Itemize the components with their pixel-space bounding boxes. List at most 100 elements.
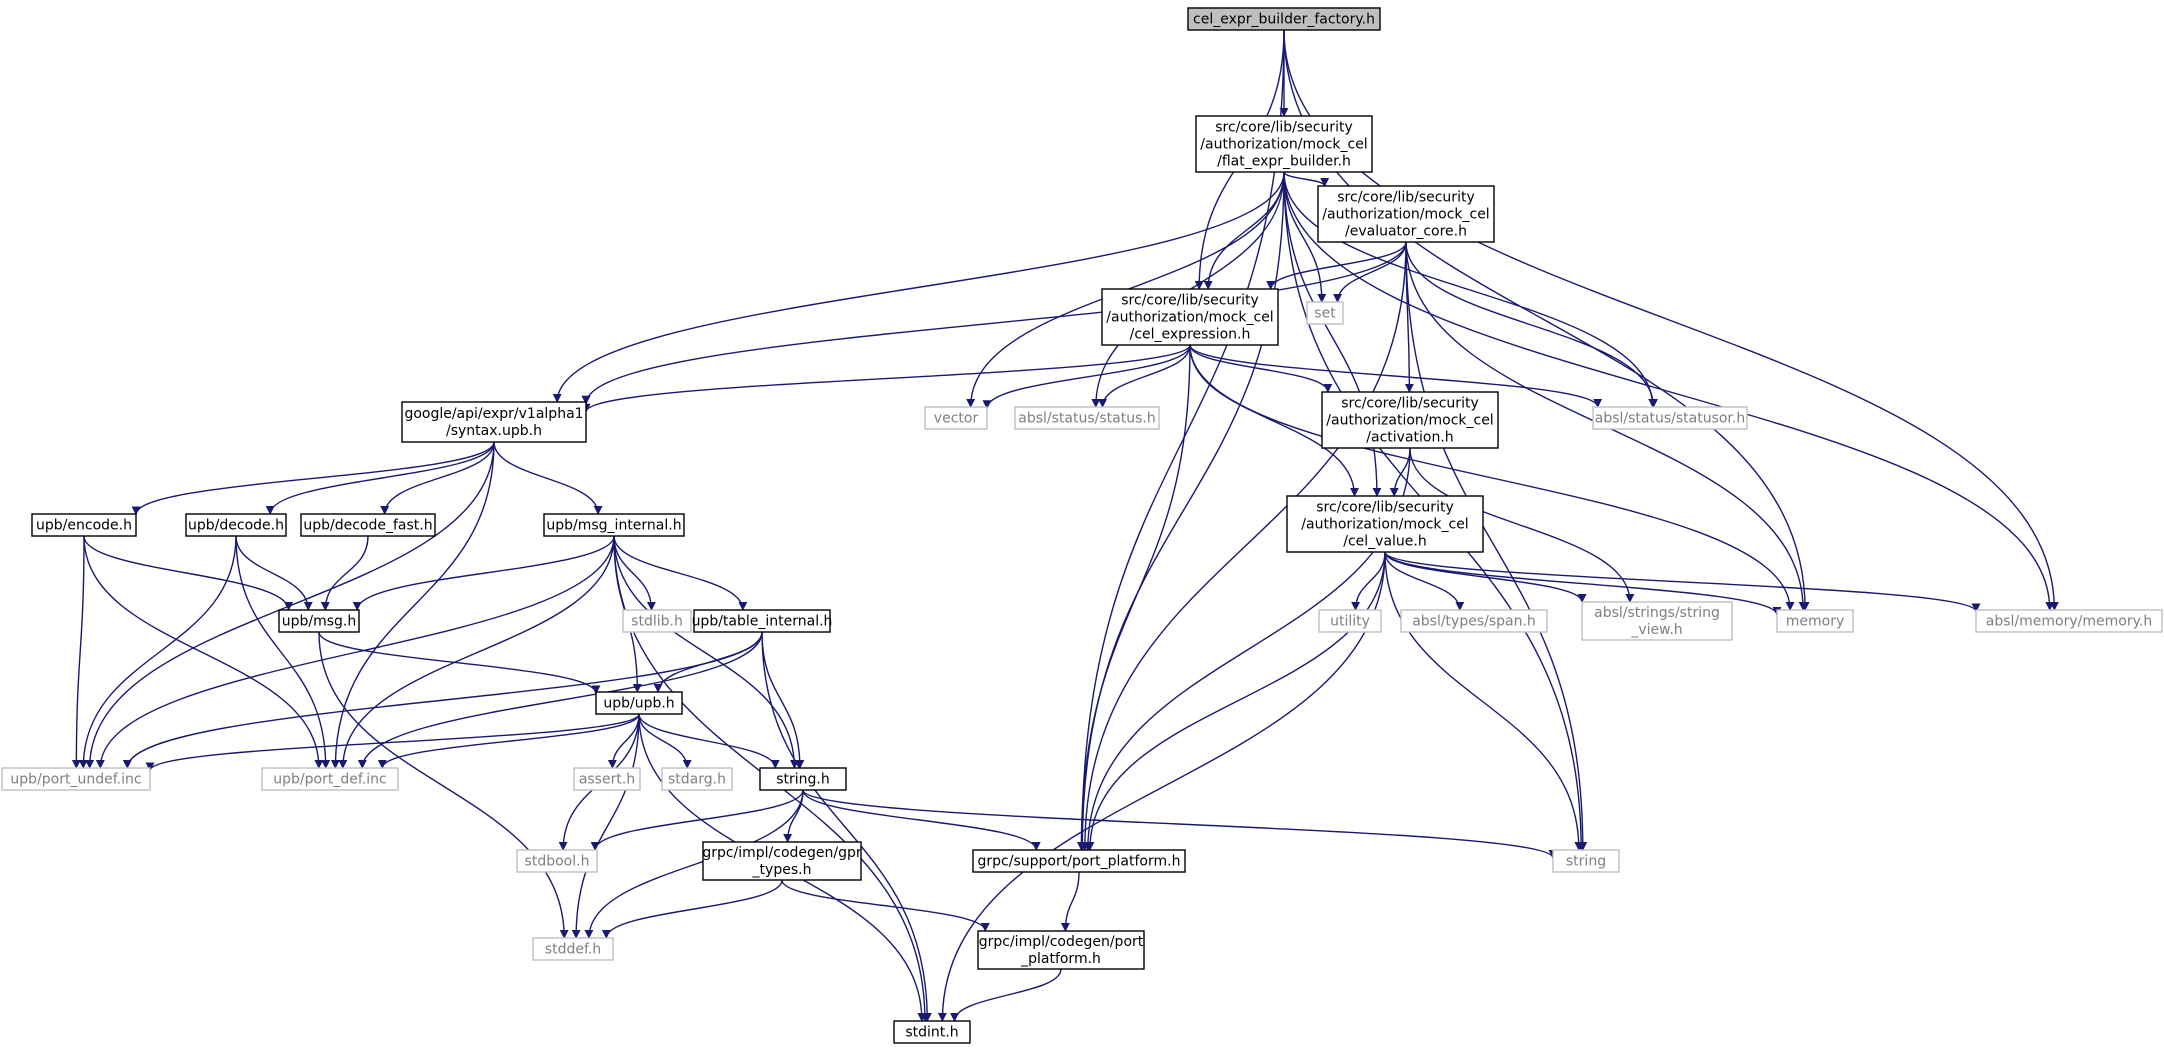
- node-label-syntax-0: google/api/expr/v1alpha1: [404, 406, 583, 422]
- node-box-abslmemory: [1975, 609, 2163, 633]
- edge-flat-to-statusor: [1283, 171, 1658, 408]
- node-label-root-0: cel_expr_builder_factory.h: [1193, 12, 1375, 28]
- node-root[interactable]: cel_expr_builder_factory.h: [1187, 7, 1381, 31]
- node-stdbool[interactable]: stdbool.h: [516, 849, 598, 873]
- edge-evalcore-to-celexpr: [1266, 241, 1407, 290]
- edge-tableinternal-to-portundef: [122, 631, 763, 769]
- node-label-activation-0: src/core/lib/security: [1341, 396, 1478, 412]
- edge-celvalue-to-portplatform: [1085, 551, 1386, 851]
- node-portdef[interactable]: upb/port_def.inc: [261, 767, 399, 791]
- node-activation[interactable]: src/core/lib/security/authorization/mock…: [1321, 391, 1499, 449]
- node-label-celexpr-1: /authorization/mock_cel: [1106, 310, 1273, 326]
- edge-celvalue-to-span: [1384, 551, 1465, 611]
- edge-stringh-to-portplatform: [802, 789, 1041, 851]
- node-label-vector-0: vector: [934, 411, 979, 427]
- node-label-celexpr-2: /cel_expression.h: [1130, 327, 1251, 343]
- node-box-msg: [278, 609, 360, 633]
- node-celexpr[interactable]: src/core/lib/security/authorization/mock…: [1101, 288, 1279, 346]
- node-portundef[interactable]: upb/port_undef.inc: [1, 767, 151, 791]
- node-upb[interactable]: upb/upb.h: [595, 691, 683, 715]
- edge-tableinternal-to-stringh: [761, 631, 805, 769]
- node-utility[interactable]: utility: [1318, 609, 1382, 633]
- node-portplatform[interactable]: grpc/support/port_platform.h: [972, 849, 1186, 873]
- node-stddef[interactable]: stddef.h: [532, 937, 614, 961]
- edge-evalcore-to-string: [1405, 241, 1588, 851]
- edge-celvalue-to-stringview: [1384, 551, 1587, 603]
- node-box-flat: [1195, 115, 1373, 173]
- edge-celvalue-to-abslmemory: [1384, 551, 1981, 613]
- node-syntax[interactable]: google/api/expr/v1alpha1/syntax.upb.h: [401, 401, 587, 443]
- node-stdarg[interactable]: stdarg.h: [661, 767, 733, 791]
- node-label-msg-0: upb/msg.h: [282, 614, 357, 630]
- node-label-celvalue-0: src/core/lib/security: [1316, 500, 1453, 516]
- node-box-memory: [1776, 609, 1854, 633]
- node-stdlib[interactable]: stdlib.h: [622, 609, 692, 633]
- node-msg[interactable]: upb/msg.h: [278, 609, 360, 633]
- edge-stringh-to-string: [802, 789, 1558, 859]
- edge-flat-to-portplatform: [1077, 171, 1285, 851]
- node-span[interactable]: absl/types/span.h: [1400, 609, 1548, 633]
- node-encode[interactable]: upb/encode.h: [31, 513, 137, 537]
- node-memory[interactable]: memory: [1776, 609, 1854, 633]
- edge-msg-to-stddef: [318, 631, 569, 939]
- edge-decodefast-to-msg: [320, 535, 369, 611]
- node-label-decode-0: upb/decode.h: [188, 518, 284, 534]
- node-evalcore[interactable]: src/core/lib/security/authorization/mock…: [1317, 185, 1495, 243]
- edge-celexpr-to-status: [1098, 344, 1191, 408]
- node-label-decodefast-0: upb/decode_fast.h: [303, 518, 432, 534]
- node-msginternal[interactable]: upb/msg_internal.h: [543, 513, 685, 537]
- edge-encode-to-msg: [83, 535, 294, 611]
- node-box-span: [1400, 609, 1548, 633]
- node-box-codegenport: [977, 930, 1145, 970]
- edge-upb-to-portdef: [377, 713, 640, 769]
- edge-tableinternal-to-stdint: [761, 631, 932, 1022]
- node-abslmemory[interactable]: absl/memory/memory.h: [1975, 609, 2163, 633]
- node-label-flat-1: /authorization/mock_cel: [1200, 137, 1367, 153]
- edge-celexpr-to-activation: [1189, 344, 1333, 393]
- edge-activation-to-stringview: [1409, 447, 1635, 603]
- edge-codegenport-to-stdint: [950, 968, 1062, 1022]
- node-set[interactable]: set: [1306, 301, 1344, 325]
- node-flat[interactable]: src/core/lib/security/authorization/mock…: [1195, 115, 1373, 173]
- node-decode[interactable]: upb/decode.h: [185, 513, 287, 537]
- node-tableinternal[interactable]: upb/table_internal.h: [692, 609, 833, 633]
- node-box-stdint: [893, 1020, 971, 1044]
- node-celvalue[interactable]: src/core/lib/security/authorization/mock…: [1286, 495, 1484, 553]
- edge-upb-to-stdarg: [638, 713, 692, 769]
- node-label-statusor-0: absl/status/statusor.h: [1595, 411, 1745, 427]
- node-statusor[interactable]: absl/status/statusor.h: [1592, 406, 1748, 430]
- node-label-assert-0: assert.h: [579, 772, 635, 788]
- node-string[interactable]: string: [1552, 849, 1620, 873]
- node-label-codegenport-0: grpc/impl/codegen/port: [979, 934, 1144, 950]
- node-stringview[interactable]: absl/strings/string_view.h: [1581, 601, 1733, 641]
- edge-stringh-to-gprtypes: [783, 789, 804, 843]
- node-assert[interactable]: assert.h: [573, 767, 641, 791]
- node-label-celvalue-1: /authorization/mock_cel: [1301, 517, 1468, 533]
- node-box-statusor: [1592, 406, 1748, 430]
- node-label-syntax-1: /syntax.upb.h: [446, 423, 542, 439]
- nodes-layer: cel_expr_builder_factory.h src/core/lib/s…: [1, 7, 2163, 1044]
- edge-flat-to-celexpr: [1203, 171, 1285, 290]
- node-label-activation-2: /activation.h: [1366, 430, 1453, 446]
- node-vector[interactable]: vector: [924, 406, 988, 430]
- node-box-stddef: [532, 937, 614, 961]
- edge-evalcore-to-portplatform: [1080, 241, 1407, 851]
- node-decodefast[interactable]: upb/decode_fast.h: [300, 513, 436, 537]
- node-label-set-0: set: [1314, 306, 1336, 322]
- node-codegenport[interactable]: grpc/impl/codegen/port_platform.h: [977, 930, 1145, 970]
- node-stringh[interactable]: string.h: [759, 767, 847, 791]
- node-label-memory-0: memory: [1786, 614, 1845, 630]
- edge-gprtypes-to-codegenport: [781, 879, 990, 932]
- node-box-decode: [185, 513, 287, 537]
- node-gprtypes[interactable]: grpc/impl/codegen/gpr_types.h: [702, 841, 862, 881]
- edge-msginternal-to-portundef: [95, 535, 615, 769]
- edge-evalcore-to-set: [1333, 241, 1407, 303]
- node-label-upb-0: upb/upb.h: [603, 696, 674, 712]
- edge-celexpr-to-portplatform: [1076, 344, 1191, 851]
- edge-encode-to-portdef: [83, 535, 324, 769]
- edge-celvalue-to-string: [1384, 551, 1584, 851]
- node-stdint[interactable]: stdint.h: [893, 1020, 971, 1044]
- node-status[interactable]: absl/status/status.h: [1014, 406, 1160, 430]
- node-label-portplatform-0: grpc/support/port_platform.h: [978, 854, 1181, 870]
- node-box-activation: [1321, 391, 1499, 449]
